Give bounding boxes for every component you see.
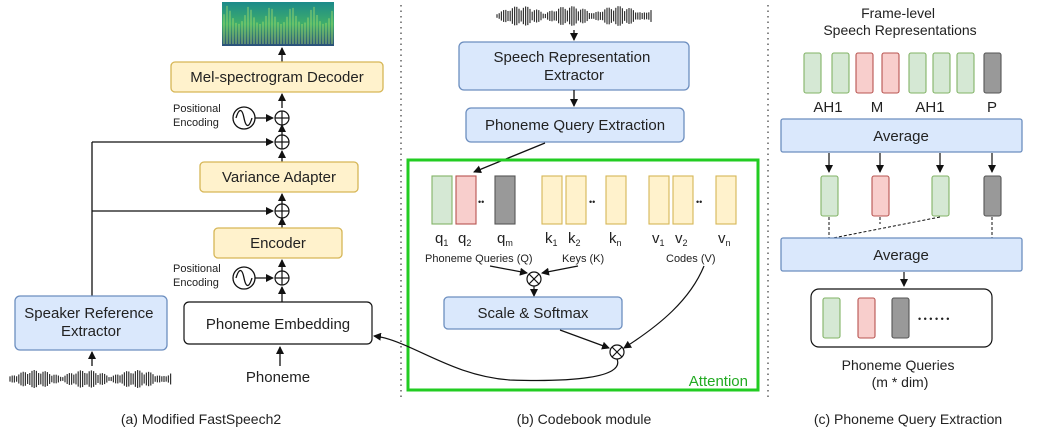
key-vector xyxy=(541,175,563,225)
multiply-icon xyxy=(609,344,625,360)
add-icon xyxy=(274,203,290,219)
speaker-reference-extractor-label: Speaker Reference Extractor xyxy=(24,305,157,340)
phoneme-queries-q-label: Phoneme Queries (Q) xyxy=(425,253,533,265)
speaker-reference-extractor-box xyxy=(14,295,168,351)
phoneme-query-extraction-box xyxy=(465,107,685,143)
codes-v-label: Codes (V) xyxy=(666,253,716,265)
phoneme-queries-dots: • • • • • • xyxy=(918,314,949,324)
frame-vector xyxy=(881,52,900,94)
frame-vector xyxy=(908,52,927,94)
value-vector xyxy=(648,175,670,225)
phoneme-vector xyxy=(931,175,950,217)
sine-wave-icon xyxy=(232,266,256,290)
phoneme-input-label: Phoneme xyxy=(246,369,310,386)
add-icon xyxy=(274,134,290,150)
multiply-icon xyxy=(526,271,542,287)
phoneme-vector xyxy=(871,175,890,217)
phoneme-embedding-label: Phoneme Embedding xyxy=(206,316,350,333)
key-label: k1 xyxy=(545,230,558,248)
frame-vector xyxy=(956,52,975,94)
panel-c: Frame-level Speech Representations AH1 M… xyxy=(780,5,1023,427)
waveform-icon xyxy=(9,370,172,388)
query-vector xyxy=(494,175,516,225)
average-box-bottom xyxy=(780,237,1023,272)
mel-spectrogram-image xyxy=(222,2,334,46)
attention-box xyxy=(406,158,760,392)
sine-wave-icon xyxy=(232,106,256,130)
encoder-label: Encoder xyxy=(250,235,306,252)
scale-softmax-label: Scale & Softmax xyxy=(478,305,589,322)
panel-a-caption: (a) Modified FastSpeech2 xyxy=(121,411,282,427)
key-label: k2 xyxy=(568,230,581,248)
add-icon xyxy=(274,270,290,286)
waveform-icon xyxy=(496,6,652,26)
value-label: v2 xyxy=(675,230,688,248)
panel-b: Speech Representation Extractor Phoneme … xyxy=(373,6,760,427)
key-vector xyxy=(565,175,587,225)
phoneme-queries-caption: Phoneme Queries (m * dim) xyxy=(842,357,959,390)
speech-representation-extractor-label: Speech Representation Extractor xyxy=(494,49,655,84)
phoneme-label-ah1: AH1 xyxy=(813,99,842,116)
scale-softmax-box xyxy=(443,296,623,330)
positional-encoding-label-bottom: Positional Encoding xyxy=(173,263,224,289)
mel-decoder-box xyxy=(170,61,384,93)
phoneme-label-m: M xyxy=(871,99,884,116)
frame-vector xyxy=(803,52,822,94)
keys-k-label: Keys (K) xyxy=(562,253,604,265)
value-dots: •• xyxy=(696,197,702,207)
query-label: q2 xyxy=(458,230,471,248)
panel-a: Mel-spectrogram Decoder Positional Encod… xyxy=(9,2,384,427)
positional-encoding-label-top: Positional Encoding xyxy=(173,103,224,129)
phoneme-query-vector xyxy=(857,297,876,339)
phoneme-label-p: P xyxy=(987,99,997,116)
phoneme-query-vector xyxy=(891,297,910,339)
value-vector xyxy=(672,175,694,225)
variance-adapter-label: Variance Adapter xyxy=(222,169,336,186)
add-icon xyxy=(274,110,290,126)
mel-decoder-label: Mel-spectrogram Decoder xyxy=(190,69,363,86)
average-box-top xyxy=(780,118,1023,153)
phoneme-label-ah1: AH1 xyxy=(915,99,944,116)
panel-c-title: Frame-level Speech Representations xyxy=(823,5,976,38)
query-vector xyxy=(455,175,477,225)
value-label: vn xyxy=(718,230,731,248)
encoder-box xyxy=(213,227,343,259)
query-vector xyxy=(431,175,453,225)
variance-adapter-box xyxy=(199,161,359,193)
phoneme-query-extraction-label: Phoneme Query Extraction xyxy=(485,117,665,134)
key-label: kn xyxy=(609,230,622,248)
query-dots: •• xyxy=(478,197,484,207)
panel-b-caption: (b) Codebook module xyxy=(517,411,652,427)
query-label: q1 xyxy=(435,230,448,248)
panel-c-caption: (c) Phoneme Query Extraction xyxy=(814,411,1002,427)
value-label: v1 xyxy=(652,230,665,248)
frame-vector xyxy=(932,52,951,94)
key-dots: •• xyxy=(589,197,595,207)
key-vector xyxy=(605,175,627,225)
frame-vector xyxy=(855,52,874,94)
frame-vector xyxy=(983,52,1002,94)
phoneme-vector xyxy=(820,175,839,217)
attention-label: Attention xyxy=(689,373,748,390)
query-label: qm xyxy=(497,230,513,248)
phoneme-vector xyxy=(983,175,1002,217)
phoneme-embedding-box xyxy=(183,301,373,345)
average-label-top: Average xyxy=(873,128,929,145)
value-vector xyxy=(715,175,737,225)
average-label-bottom: Average xyxy=(873,247,929,264)
phoneme-query-vector xyxy=(822,297,841,339)
frame-vector xyxy=(831,52,850,94)
